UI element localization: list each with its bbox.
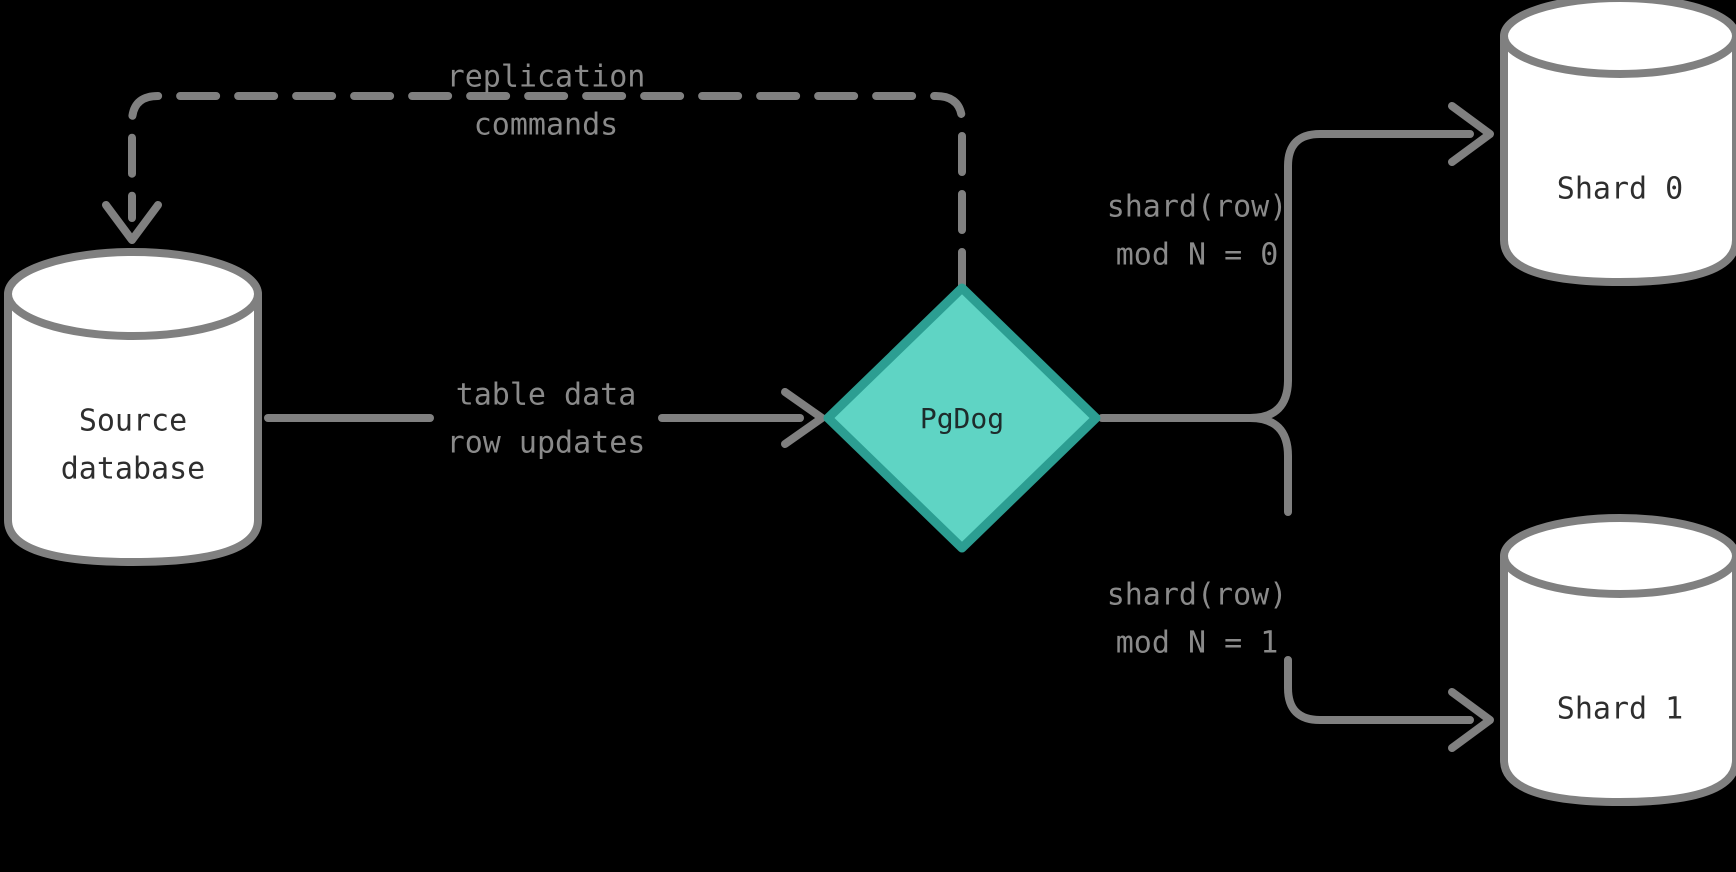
shard0-arrowhead — [1448, 102, 1494, 166]
label-to-shard0: shard(row) mod N = 0 — [1107, 190, 1288, 273]
shard0-label: Shard 0 — [1557, 172, 1683, 207]
shard1-branch-path-lower — [1284, 656, 1474, 724]
node-source-database[interactable]: Source database — [4, 248, 262, 566]
table-data-label-line1: table data — [456, 378, 637, 413]
edge-to-shard1 — [1246, 414, 1494, 752]
shard1-cylinder-body — [1500, 552, 1736, 806]
node-pgdog[interactable]: PgDog — [823, 283, 1101, 553]
shard1-label: Shard 1 — [1557, 692, 1683, 727]
shard1-label-line2: mod N = 1 — [1116, 626, 1279, 661]
shard1-branch-path — [1246, 414, 1292, 516]
shard0-label-line2: mod N = 0 — [1116, 238, 1279, 273]
replication-label-line2: commands — [474, 108, 619, 143]
edge-to-shard0 — [1246, 102, 1494, 422]
node-shard1[interactable]: Shard 1 — [1500, 514, 1736, 806]
shard1-label-line1: shard(row) — [1107, 578, 1288, 613]
source-database-cylinder-body — [4, 290, 262, 566]
label-table-data: table data row updates — [447, 378, 646, 461]
shard1-arrowhead — [1448, 688, 1494, 752]
label-replication-commands: replication commands — [447, 60, 646, 143]
shard1-cylinder-top — [1500, 514, 1736, 598]
label-to-shard1: shard(row) mod N = 1 — [1107, 578, 1288, 661]
source-database-cylinder-top — [4, 248, 262, 340]
edge-table-data — [264, 388, 826, 448]
shard0-cylinder-top — [1500, 0, 1736, 78]
shard0-label-line1: shard(row) — [1107, 190, 1288, 225]
replication-dashed-path — [128, 92, 966, 292]
table-data-label-line2: row updates — [447, 426, 646, 461]
shard0-cylinder-body — [1500, 32, 1736, 286]
node-shard0[interactable]: Shard 0 — [1500, 0, 1736, 286]
table-data-arrowhead — [781, 388, 826, 448]
source-database-label-line2: database — [61, 452, 206, 487]
source-database-label-line1: Source — [79, 404, 187, 439]
edge-replication-commands — [102, 92, 966, 292]
replication-arrowhead — [102, 201, 162, 244]
replication-label-line1: replication — [447, 60, 646, 95]
pgdog-diamond-shape — [823, 283, 1101, 553]
pgdog-label: PgDog — [920, 402, 1004, 435]
shard0-branch-path — [1246, 130, 1474, 422]
